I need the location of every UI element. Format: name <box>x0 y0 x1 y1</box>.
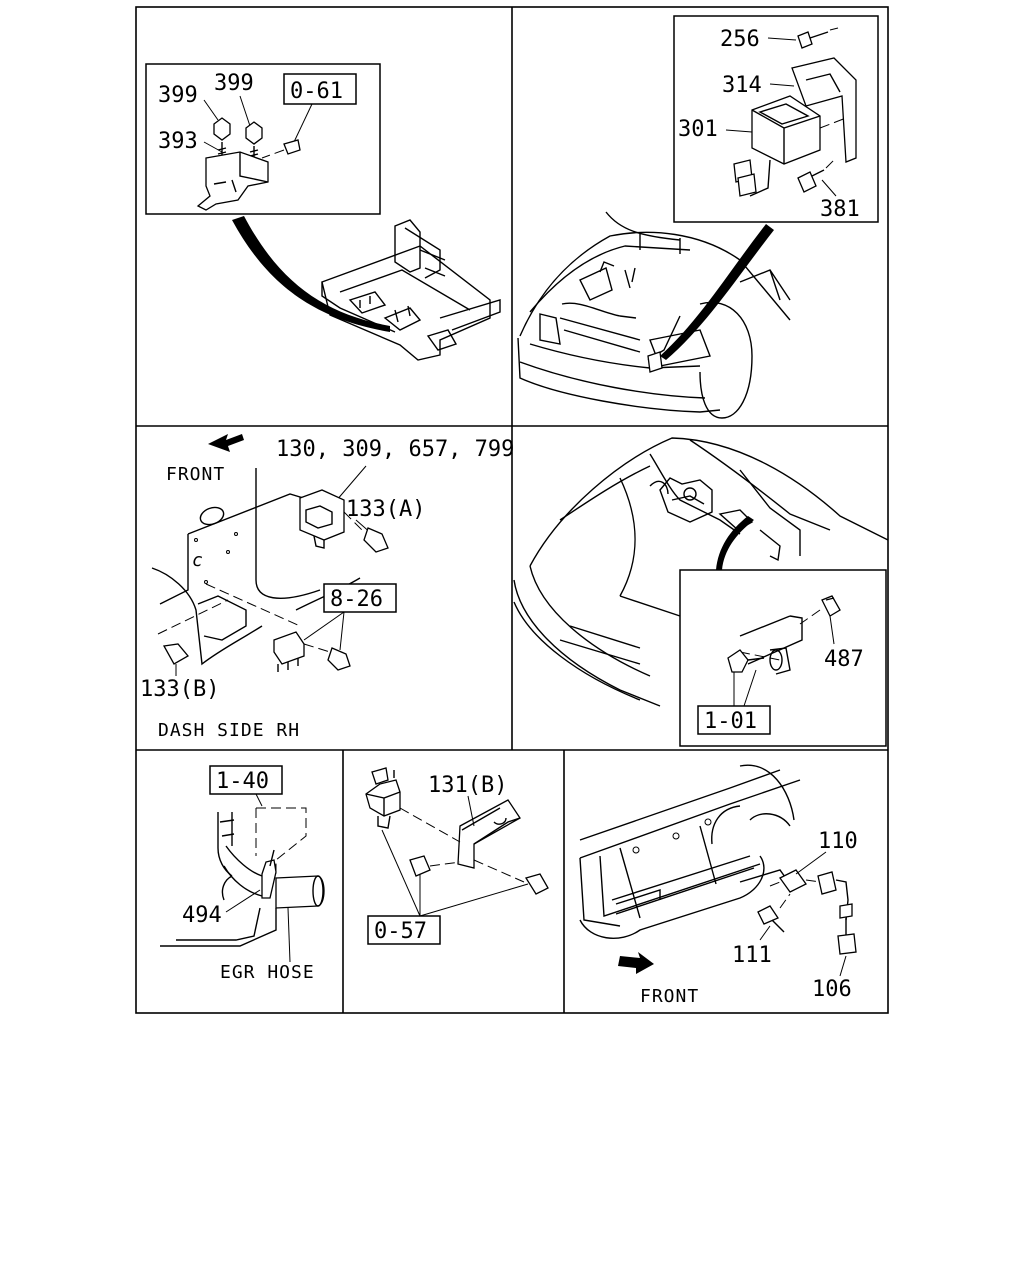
egr-hose-drawing <box>160 807 325 947</box>
panel-grid <box>135 6 889 1014</box>
label-133b: 133(B) <box>140 677 219 702</box>
panel-hood: 487 1-01 <box>513 437 889 747</box>
label-131b: 131(B) <box>428 773 507 798</box>
label-399-a: 399 <box>158 83 198 108</box>
caption-egr-hose: EGR HOSE <box>220 962 315 983</box>
ref-box-1-40 <box>209 765 283 795</box>
ref-0-57: 0-57 <box>374 919 427 944</box>
front-arrow-icon <box>618 952 654 974</box>
label-111: 111 <box>732 943 772 968</box>
ref-1-01: 1-01 <box>704 709 757 734</box>
ref-box-0-61 <box>283 73 357 105</box>
panel-controller: 256 314 301 381 <box>517 15 879 419</box>
controller-assembly <box>733 27 857 197</box>
ref-8-26: 8-26 <box>330 587 383 612</box>
label-multi: 130, 309, 657, 799 <box>276 437 514 462</box>
panel-frame-bracket: 0-61 399 399 393 <box>145 63 501 361</box>
front-arrow-icon <box>208 434 244 452</box>
label-399-b: 399 <box>214 71 254 96</box>
ref-box-8-26 <box>323 583 397 613</box>
chassis-frame-drawing <box>321 219 501 361</box>
vsv-assembly <box>365 767 549 895</box>
label-301: 301 <box>678 117 718 142</box>
front-label: FRONT <box>640 986 699 1007</box>
ref-box-0-57 <box>367 915 441 945</box>
label-487: 487 <box>824 647 864 672</box>
pointer-arc <box>716 516 754 570</box>
car-body-drawing <box>513 437 889 707</box>
ref-0-61: 0-61 <box>290 79 343 104</box>
ref-1-40: 1-40 <box>216 769 269 794</box>
front-label: FRONT <box>166 464 225 485</box>
pointer-arc <box>660 224 774 360</box>
label-381: 381 <box>820 197 860 222</box>
hood-switch-assembly <box>727 595 841 675</box>
sensor-assembly <box>757 869 857 955</box>
label-133a: 133(A) <box>346 497 425 522</box>
label-256: 256 <box>720 27 760 52</box>
panel-bracket-131b: 131(B) 0-57 <box>365 767 549 945</box>
pointer-arc <box>232 216 390 332</box>
label-393: 393 <box>158 129 198 154</box>
label-110: 110 <box>818 829 858 854</box>
panel-egr-hose: 1-40 494 EGR HOSE <box>160 765 325 983</box>
caption-dash-side: DASH SIDE RH <box>158 720 300 741</box>
label-494: 494 <box>182 903 222 928</box>
panel-front-sensor: 110 111 106 FRONT <box>579 764 858 1007</box>
label-106: 106 <box>812 977 852 1002</box>
label-314: 314 <box>722 73 762 98</box>
svg-text:c: c <box>192 550 203 571</box>
panel-dash-side: FRONT 130, 309, 657, 799 133(A) c <box>140 434 514 741</box>
car-front-drawing <box>517 211 791 419</box>
bracket-assembly <box>196 117 301 211</box>
